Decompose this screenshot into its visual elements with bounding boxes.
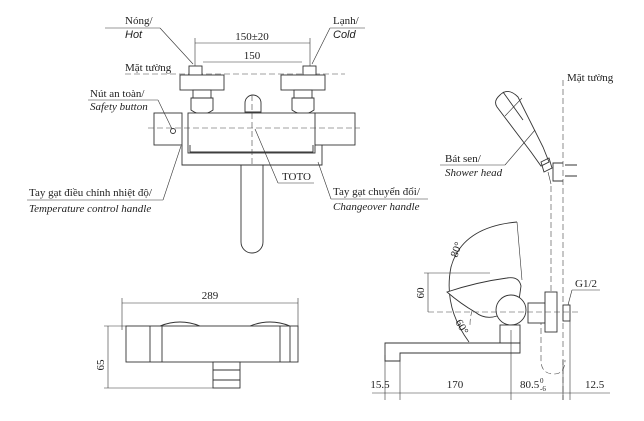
body-bottom (125, 325, 299, 363)
dim-170: 170 (447, 379, 464, 391)
angle-60-text: 60° (452, 318, 470, 337)
dim-outer-text: 150±20 (235, 31, 269, 43)
front-view: Nóng/ Hot Lạnh/ Cold 150±20 150 Mặt tườn… (27, 15, 428, 254)
shower-head (495, 91, 553, 173)
cold-nut (293, 89, 313, 99)
hose (540, 186, 566, 375)
bottom-view: 289 65 (95, 290, 299, 389)
body-inner-line (189, 145, 314, 153)
valve-body (187, 112, 316, 154)
connector-nut (527, 302, 546, 324)
hot-union (190, 97, 214, 115)
shower-outlet (244, 94, 262, 113)
cold-flange (280, 74, 326, 91)
wall-label-side: Mặt tường (567, 72, 614, 84)
height-dim-text: 65 (95, 359, 107, 371)
spout-side (384, 342, 521, 362)
nut-lines (213, 369, 240, 381)
inlet-bottoms (159, 321, 291, 327)
shower-label-vi: Bát sen/ (445, 153, 482, 165)
outlet-nut-bottom (212, 361, 241, 389)
wall-inlet-pipe (562, 304, 571, 322)
changeover-leader (317, 161, 332, 200)
changeover-label-en: Changeover handle (333, 201, 420, 213)
changeover-handle-cylinder (313, 112, 356, 146)
temp-handle-label-en: Temperature control handle (29, 203, 151, 215)
dim-inner-text: 150 (244, 50, 261, 62)
shower-label-en: Shower head (445, 167, 503, 179)
safety-label-vi: Nút an toàn/ (90, 88, 145, 100)
hot-nut (192, 89, 212, 99)
changeover-label-vi: Tay gạt chuyển đổi/ (333, 186, 421, 198)
dim-80-5-tol-up: 0 (540, 377, 544, 385)
shower-holder (552, 162, 563, 182)
hot-label-vi: Nóng/ (125, 15, 153, 27)
temp-handle-label-vi: Tay gạt điều chỉnh nhiệt độ/ (29, 187, 153, 199)
hot-inlet (188, 65, 203, 76)
body-bottom-segments (149, 326, 291, 362)
brand-label: TOTO (282, 171, 311, 183)
height-60-text: 60 (415, 287, 427, 299)
valve-side-body (495, 294, 527, 326)
temperature-handle-cylinder (153, 112, 183, 146)
angle-limit-line (516, 221, 523, 281)
cold-union (291, 97, 315, 115)
safety-button (170, 128, 176, 134)
spout-connector (499, 324, 521, 344)
hose-spring (547, 171, 552, 185)
wall-label-front: Mặt tường (125, 62, 172, 74)
hot-leader (159, 27, 194, 65)
cold-label-vi: Lạnh/ (333, 15, 360, 27)
angle-80-text: 80° (449, 240, 466, 259)
dim-12-5: 12.5 (585, 379, 605, 391)
hot-flange (179, 74, 225, 91)
dim-15-5: 15.5 (370, 379, 390, 391)
spout-front (240, 164, 264, 254)
thread-leader (567, 289, 573, 306)
shower-leader (504, 129, 536, 166)
handle-swing-arc-80 (448, 221, 518, 343)
cold-inlet (302, 65, 317, 76)
brand-leader (254, 128, 279, 184)
temp-leader (162, 145, 182, 201)
cold-label-en: Cold (333, 29, 357, 41)
hot-label-en: Hot (125, 29, 143, 41)
cold-leader (311, 27, 331, 65)
safety-leader (157, 99, 173, 130)
width-dim-text: 289 (202, 290, 219, 302)
dim-80-5-tol-low: -6 (540, 385, 546, 393)
thread-label: G1/2 (575, 278, 597, 290)
safety-label-en: Safety button (90, 101, 148, 113)
side-view: Mặt tường Bát sen/ Shower head 80° 60° (370, 72, 614, 400)
side-ext-lines (384, 321, 571, 400)
holder-screws (565, 164, 577, 177)
dim-80-5: 80.5 (520, 379, 540, 391)
